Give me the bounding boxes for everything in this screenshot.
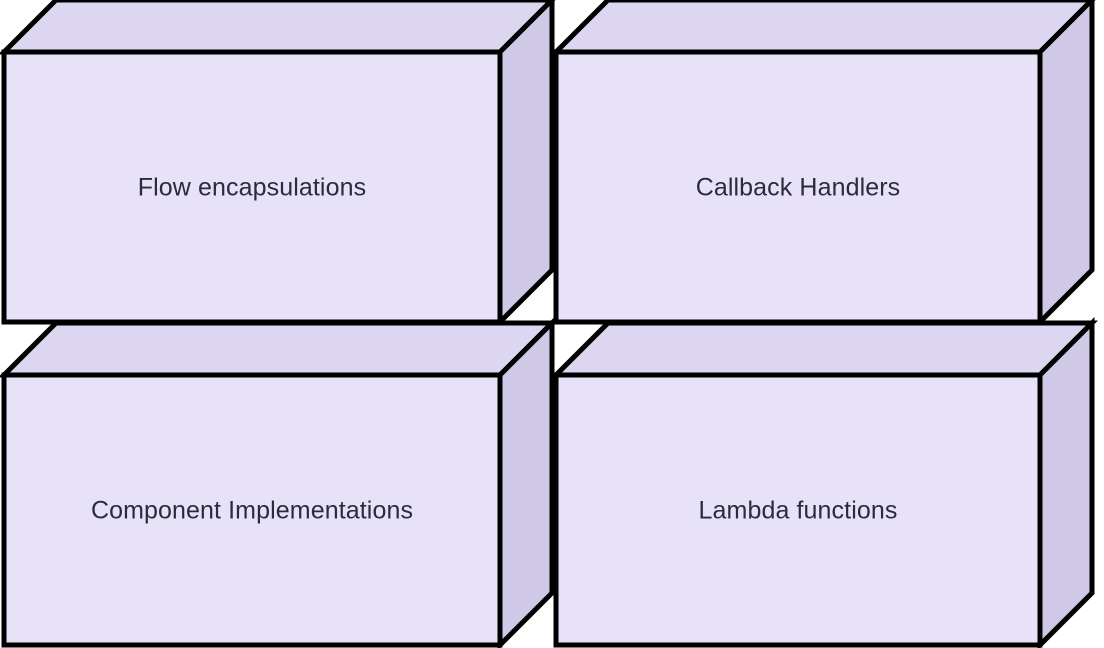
box-top-face bbox=[549, 0, 1096, 55]
box-side-face bbox=[497, 316, 555, 648]
box-1[interactable]: Flow encapsulations bbox=[0, 0, 556, 329]
box-front-face bbox=[1, 372, 503, 648]
box-4[interactable]: Lambda functions bbox=[549, 316, 1099, 648]
box-label: Flow encapsulations bbox=[138, 174, 366, 202]
box-side-face bbox=[1037, 316, 1095, 648]
box-front-face bbox=[1, 49, 503, 325]
box-top-face bbox=[549, 320, 1099, 378]
box-side-face bbox=[1037, 0, 1095, 329]
box-2[interactable]: Callback Handlers bbox=[549, 0, 1096, 329]
box-side-face bbox=[497, 0, 555, 329]
box-3[interactable]: Component Implementations bbox=[0, 316, 559, 648]
box-top-face bbox=[0, 320, 559, 378]
box-label: Lambda functions bbox=[699, 497, 898, 525]
box-top-face bbox=[0, 0, 556, 55]
box-front-face bbox=[553, 372, 1043, 648]
box-label: Component Implementations bbox=[91, 497, 413, 525]
box-label: Callback Handlers bbox=[696, 174, 901, 202]
box-front-face bbox=[553, 49, 1043, 325]
